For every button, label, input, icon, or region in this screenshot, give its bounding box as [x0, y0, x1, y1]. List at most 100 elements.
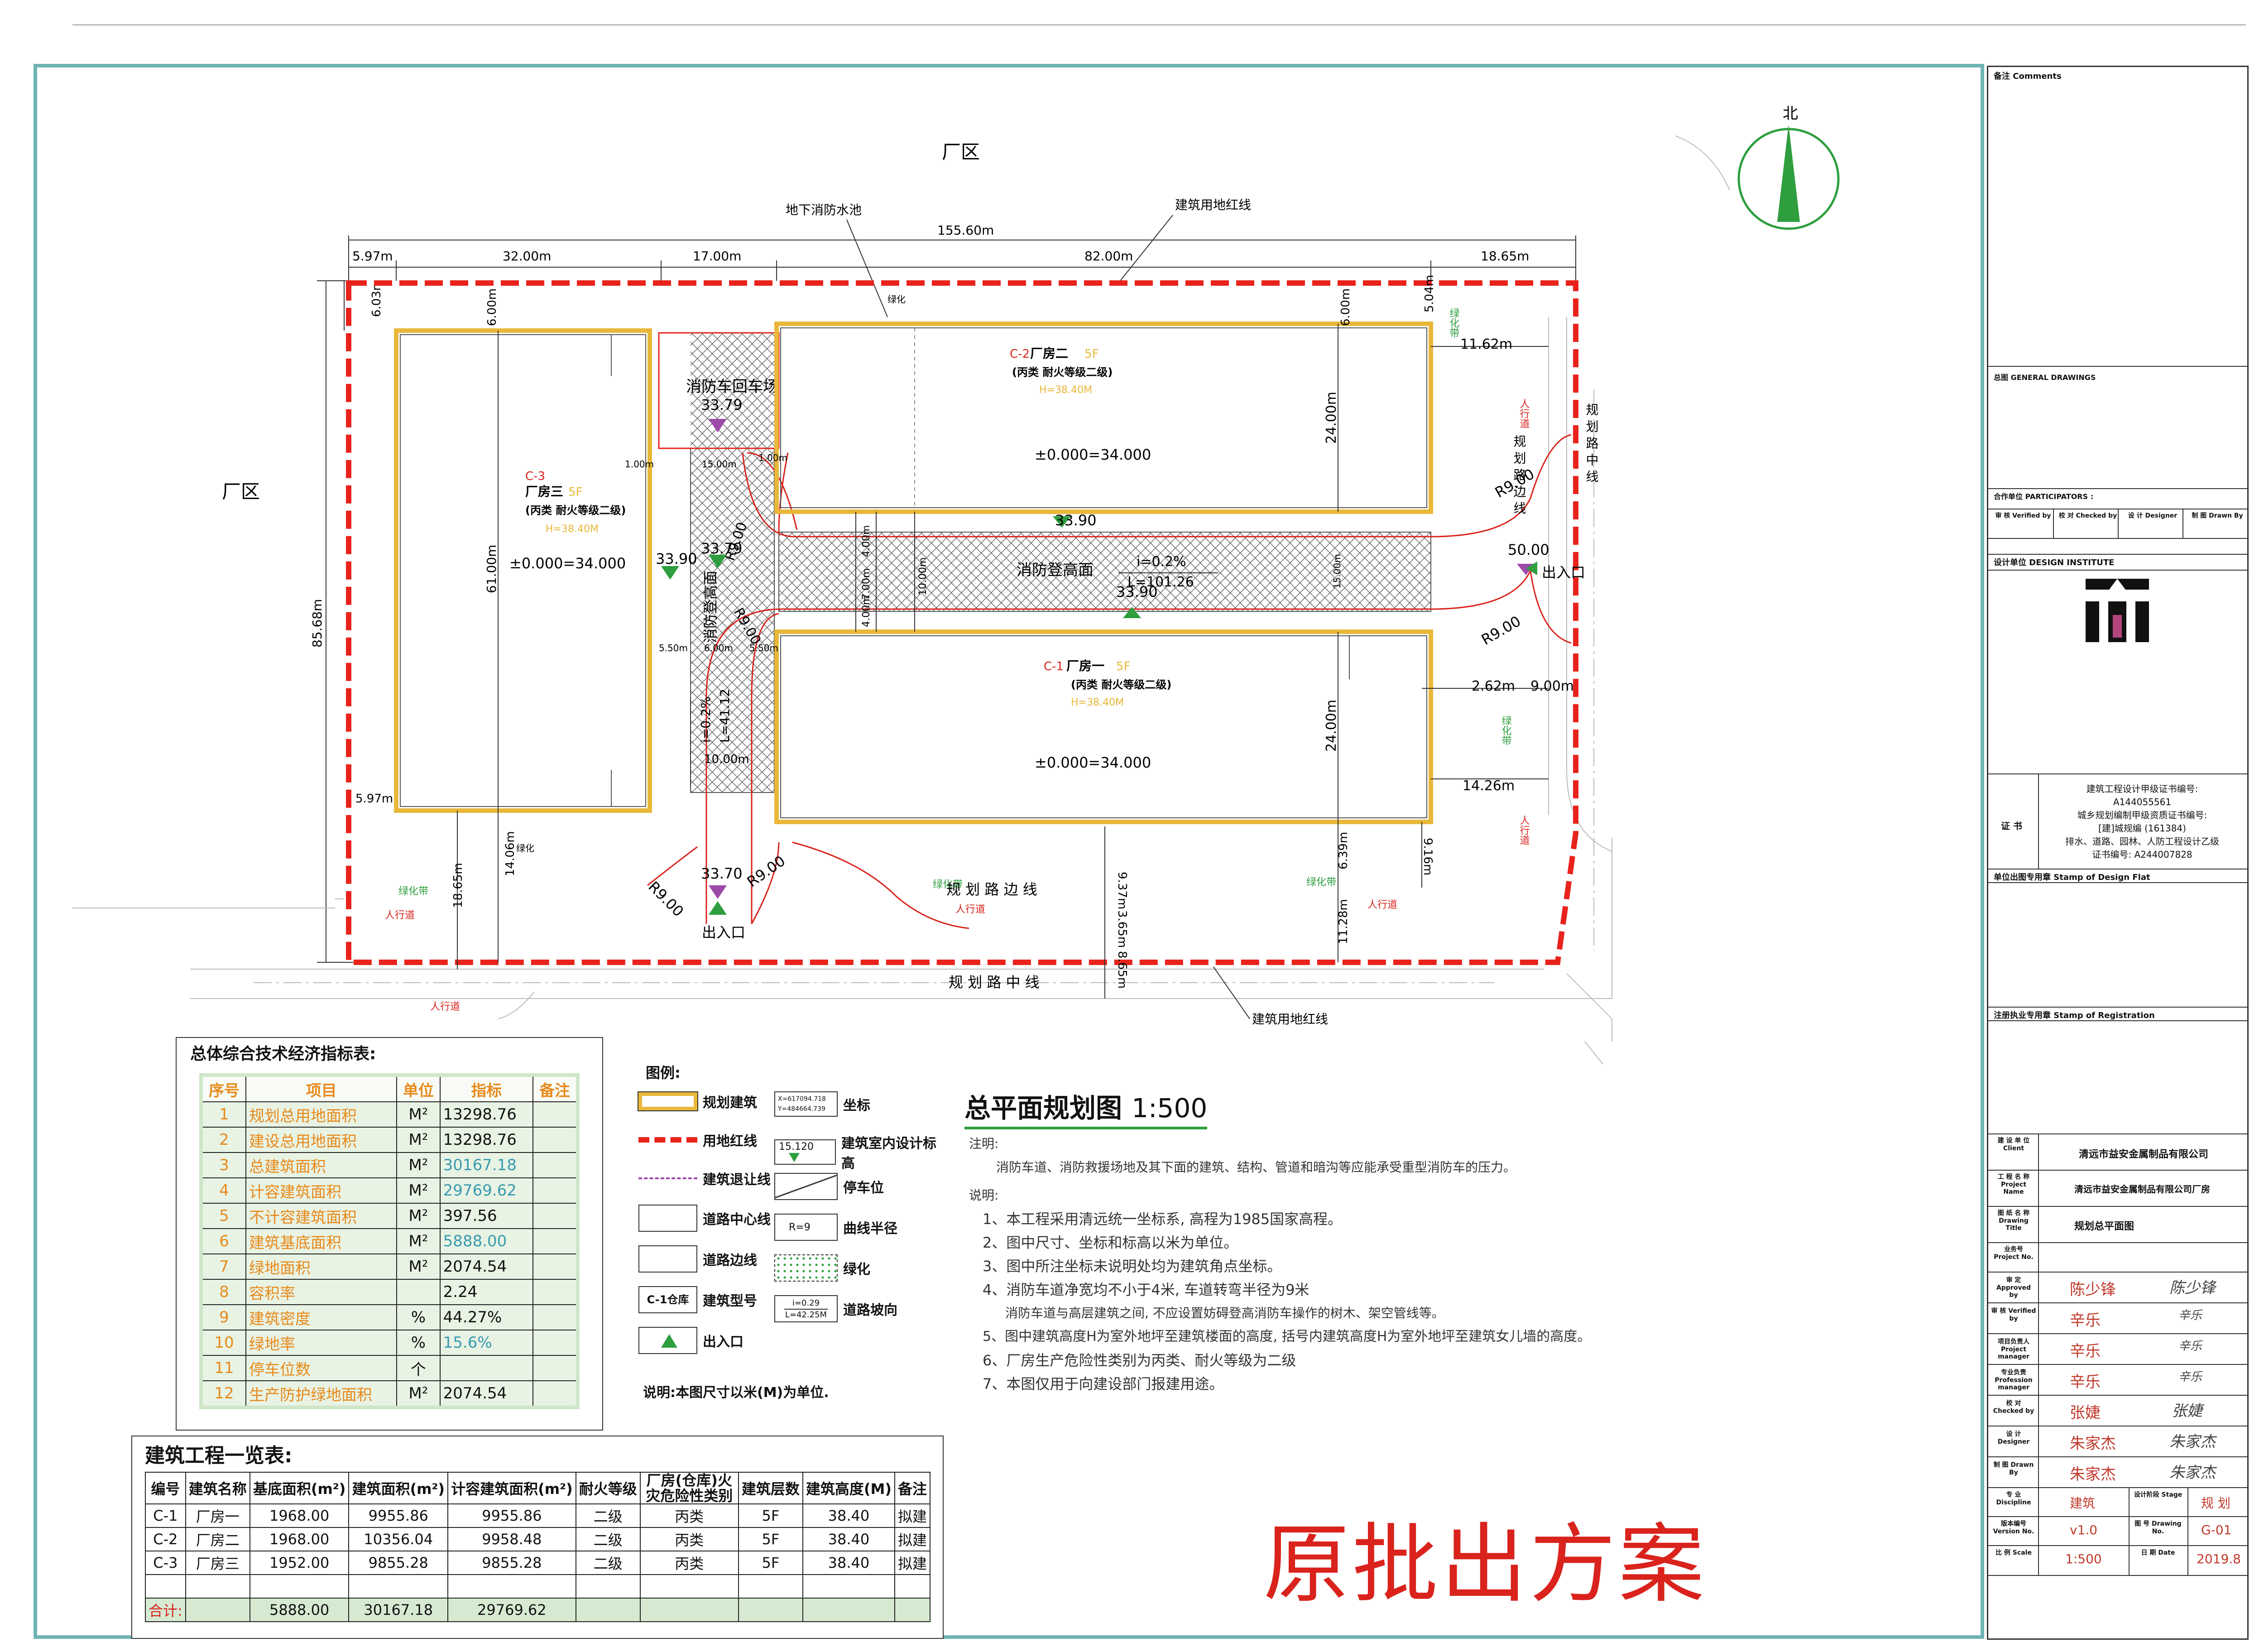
- level-4: 33.90: [1055, 512, 1097, 529]
- dim-mid-9: 6.00m: [704, 643, 733, 653]
- legend-title: 图例:: [646, 1064, 681, 1081]
- legend-green-swatch: [774, 1254, 838, 1282]
- legend-setback: 建筑退让线: [638, 1168, 771, 1188]
- tb-prof: 辛乐: [2070, 1373, 2101, 1391]
- dim-c2-height: 24.00m: [1324, 392, 1339, 444]
- green-belt-right-2: 绿化带: [1500, 716, 1512, 745]
- fire-pool-label: 地下消防水池: [786, 202, 862, 217]
- ind-cell: [532, 1101, 579, 1128]
- c3-elev: ±0.000=34.000: [509, 555, 626, 572]
- dim-mid-3: 1.00m: [758, 452, 787, 463]
- fire-platform-label: 消防登高面: [1017, 561, 1094, 579]
- legend-planned-swatch: [638, 1091, 698, 1111]
- drawing-title-text: 总平面规划图: [964, 1093, 1122, 1124]
- level-2: 33.79: [701, 540, 743, 557]
- c1-class: (丙类 耐火等级二级): [1071, 678, 1171, 691]
- elev-triangle-icon: [789, 1153, 800, 1162]
- drawing-scale: 1:500: [1132, 1093, 1208, 1124]
- bld-total-cell: [802, 1598, 895, 1622]
- ind-cell: M²: [396, 1127, 441, 1153]
- notes-item-5: 5、图中建筑高度H为室外地坪至建筑楼面的高度, 括号内建筑高度H为室外地坪至建筑…: [983, 1329, 1591, 1345]
- ind-th-unit: 单位: [396, 1075, 441, 1102]
- ind-cell: [532, 1177, 579, 1204]
- ind-cell: 7: [201, 1253, 246, 1280]
- legend-elev: 15.120 建筑室内设计标高: [774, 1132, 946, 1172]
- exit-bottom: 出入口: [702, 924, 745, 941]
- ind-cell: [532, 1355, 579, 1381]
- tb-verified-l: 审 核 Verified by: [1991, 1307, 2036, 1322]
- ind-cell: 2.24: [439, 1279, 533, 1305]
- ind-cell: [396, 1279, 441, 1305]
- tb-drawn-sig: 朱家杰: [2169, 1464, 2216, 1482]
- dim-right-3: 2.62m: [1472, 678, 1515, 694]
- dim-left-bottom: 5.97m: [355, 792, 393, 806]
- ind-cell: 8: [201, 1279, 246, 1305]
- dim-top-4: 155.60m: [937, 223, 994, 238]
- dim-c1-bottom: 6.39m: [1337, 832, 1350, 869]
- notes-item-4: 4、消防车道净宽均不小于4米, 车道转弯半径为9米: [983, 1281, 1309, 1298]
- legend-coord-swatch: X=617094.718 Y=484664.739: [774, 1091, 838, 1117]
- ind-cell: 30167.18: [439, 1152, 533, 1178]
- bld-th-6: 厂房(仓库)火灾危险性类别: [639, 1472, 739, 1504]
- bld-cell: 9955.86: [447, 1503, 576, 1528]
- bld-cell: 38.40: [802, 1527, 895, 1551]
- bld-th-4: 计容建筑面积(m²): [447, 1472, 576, 1504]
- dim-top-5: 82.00m: [1084, 249, 1133, 264]
- ind-cell: 13298.76: [439, 1127, 533, 1153]
- tb-general: 总图 GENERAL DRAWINGS: [1994, 373, 2096, 382]
- c2-class: (丙类 耐火等级二级): [1012, 366, 1113, 379]
- c2-code: C-2: [1010, 347, 1030, 361]
- buildings-title: 建筑工程一览表:: [145, 1444, 293, 1467]
- ind-cell: 397.56: [439, 1203, 533, 1229]
- tb-cert-label: 证 书: [2001, 821, 2022, 831]
- dim-c3-road: 18.65m: [451, 863, 465, 908]
- tb-checked-l: 校 对 Checked by: [1993, 1400, 2034, 1415]
- sidewalk-bottom-1: 人行道: [385, 910, 415, 921]
- dim-mid-12: 15.00m: [1332, 554, 1343, 589]
- tb-drawn-h: 制 图 Drawn By: [2192, 512, 2243, 519]
- road-edge-bottom: 规 划 路 边 线: [946, 881, 1037, 898]
- ind-cell: 计容建筑面积: [245, 1177, 398, 1204]
- bld-cell: 5F: [738, 1503, 803, 1528]
- bld-cell: 二级: [575, 1527, 641, 1551]
- tb-comments: 备注 Comments: [1994, 72, 2062, 81]
- ind-cell: 9: [201, 1304, 246, 1330]
- green-mark-1: 绿化: [887, 294, 906, 305]
- legend-entry-swatch: [638, 1327, 697, 1354]
- ind-th-no: 序号: [201, 1075, 246, 1102]
- tb-institute: 设计单位 DESIGN INSTITUTE: [1994, 558, 2115, 567]
- ind-cell: 生产防护绿地面积: [245, 1380, 398, 1408]
- ind-cell: M²: [396, 1203, 441, 1229]
- ind-cell: 规划总用地面积: [245, 1101, 398, 1128]
- green-belt-bottom-3: 绿化带: [1306, 877, 1336, 888]
- dim-right-6: 9.16m: [1421, 838, 1434, 875]
- bld-th-7: 建筑层数: [738, 1472, 803, 1504]
- building-c2: [774, 322, 1433, 514]
- fire-turnaround-label: 消防车回车场: [686, 378, 778, 396]
- tb-designer: 朱家杰: [2070, 1435, 2116, 1453]
- level-markers: [661, 419, 1537, 915]
- road-center-right: 规 划 路 中 线: [1584, 403, 1599, 483]
- bld-total-cell: 29769.62: [447, 1598, 576, 1622]
- bld-cell: 1968.00: [249, 1503, 350, 1528]
- notes-item-7: 7、本图仅用于向建设部门报建用途。: [983, 1375, 1224, 1393]
- ind-cell: %: [396, 1330, 441, 1356]
- tb-scale: 1:500: [2065, 1551, 2102, 1566]
- tb-version-l: 版本编号 Version No.: [1993, 1520, 2034, 1535]
- ind-cell: 建筑基底面积: [245, 1228, 398, 1254]
- dim-r3: 8.65m: [1115, 951, 1129, 989]
- ind-cell: %: [396, 1304, 441, 1330]
- boundary-label-bottom: 建筑用地红线: [1252, 1012, 1328, 1027]
- c2-floors: 5F: [1084, 347, 1099, 361]
- bld-total-cell: [738, 1598, 803, 1622]
- ind-cell: 3: [201, 1152, 246, 1178]
- boundary-label-top: 建筑用地红线: [1175, 197, 1251, 212]
- bld-cell: 1968.00: [249, 1527, 350, 1551]
- ind-cell: M²: [396, 1228, 441, 1254]
- tb-cert: 建筑工程设计甲级证书编号: A144055561 城乡规划编制甲级资质证书编号:…: [2065, 783, 2219, 860]
- tb-checked-h: 校 对 Checked by: [2058, 512, 2117, 519]
- ind-cell: 停车位数: [245, 1355, 398, 1381]
- indicators-title: 总体综合技术经济指标表:: [190, 1045, 376, 1063]
